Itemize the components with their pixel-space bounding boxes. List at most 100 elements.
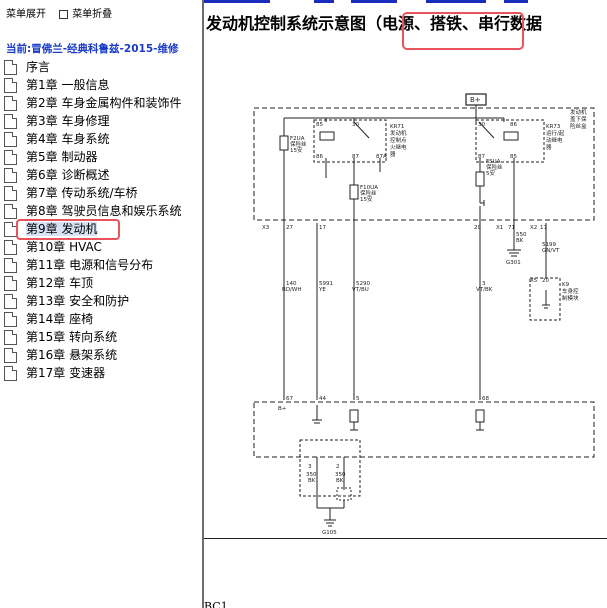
- relay-kr73-label: 动继电: [546, 136, 563, 144]
- document-icon: [4, 258, 17, 273]
- link-underline[interactable]: [314, 0, 334, 3]
- chapter-item[interactable]: 第11章 电源和信号分布: [0, 256, 202, 274]
- chapter-label: 第8章 驾驶员信息和娱乐系统: [26, 204, 182, 218]
- ground-label: G301: [506, 260, 521, 266]
- expand-menu-button[interactable]: 菜单展开: [6, 9, 46, 20]
- pin-label: 71: [508, 225, 515, 231]
- relay-kr73-label: KR73: [546, 124, 561, 130]
- chapter-label: 第3章 车身修理: [26, 114, 110, 128]
- wire-label: BK: [308, 478, 316, 484]
- b-plus-label: B+: [470, 96, 481, 104]
- chapter-item[interactable]: 第3章 车身修理: [0, 112, 202, 130]
- document-icon: [4, 186, 17, 201]
- chapter-label: 第1章 一般信息: [26, 78, 110, 92]
- link-underline[interactable]: [204, 0, 270, 3]
- wire-label: 350: [335, 472, 346, 478]
- chapter-item[interactable]: 第5章 制动器: [0, 148, 202, 166]
- relay-kr73-label: 运行/起: [546, 129, 565, 137]
- document-icon: [4, 60, 17, 75]
- chapter-list: 序言第1章 一般信息第2章 车身金属构件和装饰件第3章 车身修理第4章 车身系统…: [0, 58, 202, 382]
- ground-label: G105: [322, 530, 337, 536]
- chapter-item[interactable]: 第15章 转向系统: [0, 328, 202, 346]
- chapter-item[interactable]: 第14章 座椅: [0, 310, 202, 328]
- chapter-item[interactable]: 第2章 车身金属构件和装饰件: [0, 94, 202, 112]
- title-highlight: [402, 12, 524, 50]
- underhood-box-label: 险丝盒: [570, 122, 587, 130]
- wire-label: BK: [516, 238, 524, 244]
- chapter-label: 序言: [26, 60, 51, 74]
- chapter-item[interactable]: 第16章 悬架系统: [0, 346, 202, 364]
- document-icon: [4, 366, 17, 381]
- connector-x1: X1: [496, 225, 503, 231]
- pin-label: 44: [319, 396, 326, 402]
- wire-label: RD/WH: [282, 287, 301, 293]
- pin-label: 27: [286, 225, 293, 231]
- fuse-f10ua-label: F10UA: [360, 185, 378, 191]
- document-icon: [4, 276, 17, 291]
- chapter-label: 第2章 车身金属构件和装饰件: [26, 96, 182, 110]
- document-icon: [4, 78, 17, 93]
- wire-label: 5290: [356, 281, 370, 287]
- collapse-menu-button[interactable]: 菜单折叠: [59, 0, 112, 30]
- wire-label: 350: [306, 472, 317, 478]
- fuse-f10ua-label: 15安: [360, 195, 373, 203]
- document-icon: [4, 330, 17, 345]
- chapter-item[interactable]: 第12章 车顶: [0, 274, 202, 292]
- document-icon: [4, 294, 17, 309]
- module-k9-label: K9: [562, 282, 570, 288]
- content-rule: [204, 538, 607, 539]
- pin-label: 20: [542, 278, 549, 284]
- wire-label: 550: [516, 232, 527, 238]
- document-icon: [4, 114, 17, 129]
- pane-divider[interactable]: [202, 0, 204, 608]
- pin-label: 85: [316, 122, 323, 128]
- chapter-label: 第4章 车身系统: [26, 132, 110, 146]
- module-k9-label: 制模块: [562, 294, 579, 302]
- menu-toolbar: 菜单展开 菜单折叠: [0, 0, 202, 30]
- document-icon: [4, 150, 17, 165]
- navigation-pane: 菜单展开 菜单折叠 当前:冒佛兰-经典科鲁兹-2015-维修 序言第1章 一般信…: [0, 0, 202, 608]
- chapter-item[interactable]: 第6章 诊断概述: [0, 166, 202, 184]
- pin-label: 20: [474, 225, 481, 231]
- content-pane: 发动机控制系统示意图（电源、搭铁、串行数据: [204, 0, 607, 608]
- wire-label: 5991: [319, 281, 333, 287]
- chapter-item[interactable]: 第1章 一般信息: [0, 76, 202, 94]
- chapter-label: 第10章 HVAC: [26, 240, 102, 254]
- pin-label: 87: [352, 154, 359, 160]
- fuse-f2ua-label: 保险丝: [290, 140, 307, 148]
- chapter-item[interactable]: 第17章 变速器: [0, 364, 202, 382]
- chapter-item[interactable]: 序言: [0, 58, 202, 76]
- document-icon: [4, 132, 17, 147]
- selected-chapter-highlight: [16, 219, 120, 240]
- link-underline[interactable]: [504, 0, 528, 3]
- chapter-item[interactable]: 第9章 发动机: [0, 220, 202, 238]
- chapter-label: 第6章 诊断概述: [26, 168, 110, 182]
- pin-label: 87: [478, 154, 485, 160]
- chapter-item[interactable]: 第7章 传动系统/车桥: [0, 184, 202, 202]
- document-icon: [4, 204, 17, 219]
- pin-label: 86: [316, 154, 323, 160]
- pin-label: 17: [319, 225, 326, 231]
- document-icon: [4, 168, 17, 183]
- page-title: 发动机控制系统示意图（电源、搭铁、串行数据: [206, 14, 543, 33]
- chapter-item[interactable]: 第4章 车身系统: [0, 130, 202, 148]
- wire-label: 3: [308, 464, 312, 470]
- connector-x3: X3: [262, 225, 270, 231]
- pin-label: 30: [478, 122, 485, 128]
- chapter-item[interactable]: 第8章 驾驶员信息和娱乐系统: [0, 202, 202, 220]
- chapter-label: 第12章 车顶: [26, 276, 94, 290]
- wire-label: YE: [318, 287, 326, 293]
- pin-label: 5: [356, 396, 360, 402]
- footer-text: BC1: [204, 600, 228, 608]
- wire-label: BK: [336, 478, 344, 484]
- chapter-label: 第16章 悬架系统: [26, 348, 118, 362]
- underhood-box-label: 盖下保: [570, 115, 587, 123]
- chapter-item[interactable]: 第13章 安全和防护: [0, 292, 202, 310]
- link-underline[interactable]: [426, 0, 486, 3]
- fuse-f10ua-label: 保险丝: [360, 189, 377, 197]
- pin-label: 68: [482, 396, 489, 402]
- chapter-item[interactable]: 第10章 HVAC: [0, 238, 202, 256]
- chapter-label: 第17章 变速器: [26, 366, 106, 380]
- relay-kr71-label: 器: [390, 151, 396, 158]
- link-underline[interactable]: [351, 0, 397, 3]
